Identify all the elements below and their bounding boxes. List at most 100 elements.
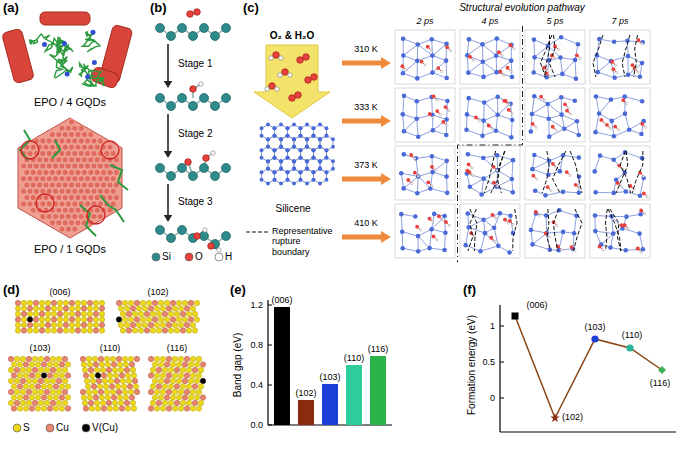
silicon-atom xyxy=(325,134,329,138)
bond xyxy=(627,41,642,43)
carbon-atom xyxy=(62,182,68,188)
graphene-dot xyxy=(40,12,90,25)
carbon-atom xyxy=(97,214,103,220)
sulfur-atom xyxy=(21,300,26,305)
silicon-atom xyxy=(156,24,165,33)
sulfur-atom xyxy=(160,406,165,411)
copper-atom xyxy=(162,328,167,333)
copper-atom xyxy=(166,306,171,311)
silicon-atom xyxy=(299,148,303,152)
hydrogen-atom xyxy=(472,174,474,176)
rupture-boundary xyxy=(570,151,582,193)
silicon-atom xyxy=(318,138,322,142)
hydrogen-atom xyxy=(436,99,438,101)
oxygen-atom xyxy=(269,83,276,90)
silicon-atom xyxy=(189,32,198,41)
silicon-atom xyxy=(533,188,538,193)
silicon-atom xyxy=(266,182,270,186)
silicon-atom xyxy=(623,248,628,253)
silicon-atom xyxy=(611,157,616,162)
bond xyxy=(444,216,446,233)
bond xyxy=(417,44,418,60)
oxygen-atom xyxy=(611,67,615,71)
oxygen-atom xyxy=(546,185,550,189)
bond xyxy=(497,155,513,160)
bond xyxy=(431,97,433,115)
silicon-atom xyxy=(292,167,296,171)
silicon-atom xyxy=(279,137,283,141)
carbon-atom xyxy=(21,201,27,207)
carbon-atom xyxy=(59,125,65,131)
y-axis xyxy=(267,300,268,425)
sulfur-atom xyxy=(26,400,31,405)
snapshot-frame xyxy=(460,30,520,84)
bond xyxy=(418,236,430,248)
oxygen-atom xyxy=(194,9,201,16)
snapshot-frame xyxy=(525,204,585,258)
hydrogen-atom xyxy=(616,72,618,74)
sulfur-atom xyxy=(190,373,195,378)
silicene-ring xyxy=(275,147,288,162)
silicon-atom xyxy=(444,76,449,81)
copper-atom xyxy=(116,300,121,305)
silicon-atom xyxy=(481,217,486,222)
sulfur-atom xyxy=(75,317,80,322)
point-label: (116) xyxy=(650,378,670,388)
hydrogen-atom xyxy=(645,126,647,128)
hydrogen-atom xyxy=(199,82,203,86)
copper-atom xyxy=(32,367,37,372)
carbon-atom xyxy=(101,182,107,188)
sulfur-atom xyxy=(118,400,123,405)
copper-atom xyxy=(29,373,34,378)
sulfur-atom xyxy=(178,389,183,394)
sulfur-atom xyxy=(62,400,67,405)
oxygen-atom xyxy=(295,92,302,99)
copper-atom xyxy=(93,311,98,316)
oxygen-atom xyxy=(420,60,424,64)
hydrogen-atom xyxy=(279,56,283,60)
silicon-atom xyxy=(483,231,488,236)
legend-text: Si xyxy=(162,251,171,263)
bond xyxy=(402,232,404,249)
silicon-atom xyxy=(495,153,500,158)
graphene-dot xyxy=(2,28,35,83)
sulfur-atom xyxy=(122,300,127,305)
bond xyxy=(498,170,512,179)
bond xyxy=(482,44,483,61)
bond xyxy=(467,174,484,179)
silicon-atom xyxy=(312,134,316,138)
silicon-atom xyxy=(200,94,209,103)
copper-atom xyxy=(156,367,161,372)
copper-atom xyxy=(200,395,205,400)
carbon-atom xyxy=(85,138,91,144)
copper-atom xyxy=(116,356,121,361)
bond xyxy=(469,98,485,102)
carbon-atom xyxy=(43,144,49,150)
copper-atom xyxy=(166,373,171,378)
bond xyxy=(595,156,600,172)
hydrogen-atom xyxy=(538,214,540,216)
silicon-atom xyxy=(530,242,535,247)
sulfur-atom xyxy=(69,306,74,311)
md-snapshot xyxy=(525,146,585,200)
copper-atom xyxy=(200,362,205,367)
stage-arrow xyxy=(164,44,172,88)
copper-atom xyxy=(59,362,64,367)
bar xyxy=(346,365,362,425)
sulfur-atom xyxy=(188,362,193,367)
oxygen-atom xyxy=(190,86,197,93)
carbon-atom xyxy=(40,163,46,169)
silicon-atom xyxy=(399,212,404,217)
silicon-atom xyxy=(273,126,277,130)
hydrogen-atom xyxy=(579,58,581,60)
carbon-atom xyxy=(62,157,68,163)
silicon-atom xyxy=(401,71,406,76)
sulfur-atom xyxy=(56,400,61,405)
silicon-atom xyxy=(331,167,335,171)
silicon-atom xyxy=(189,102,198,111)
silicon-atom xyxy=(638,193,643,198)
sulfur-atom xyxy=(194,317,199,322)
bond xyxy=(531,213,536,230)
copper-atom xyxy=(144,328,149,333)
caption-label: EPO / 1 GQDs xyxy=(34,243,106,256)
